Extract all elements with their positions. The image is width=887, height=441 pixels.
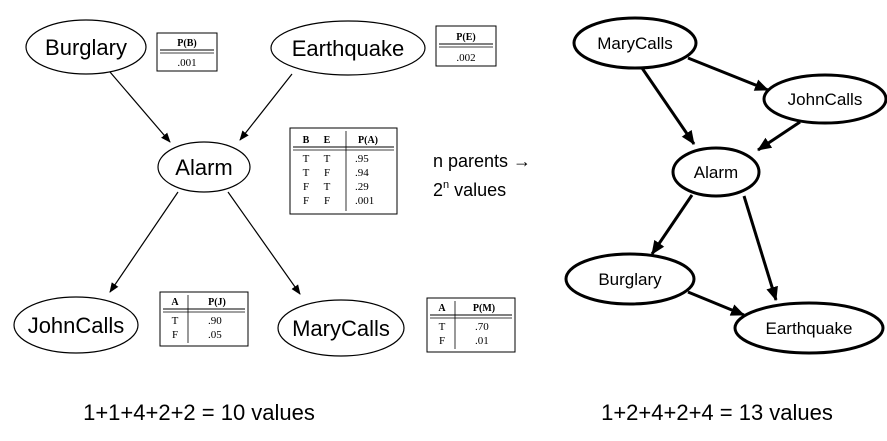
cpt-cell: .70 [475, 321, 489, 333]
node-label: Earthquake [292, 36, 405, 61]
node-label: Burglary [45, 35, 127, 60]
cpt-row: T T .95 [303, 153, 370, 165]
cpt-value: .002 [456, 52, 475, 64]
cpt-header: A [438, 303, 446, 314]
cpt-cell: .94 [355, 167, 369, 179]
cpt-marycalls: A P(M) T .70 F .01 [426, 297, 516, 353]
cpt-cell: .90 [208, 315, 222, 327]
cpt-header: P(A) [358, 135, 378, 146]
edge-alarm-earthquake [742, 195, 778, 301]
edge-alarm-marycalls [227, 191, 301, 295]
node-label: MaryCalls [597, 34, 673, 53]
node-marycalls-right: MaryCalls [572, 16, 698, 70]
cpt-value: .001 [177, 57, 196, 69]
note-line-2: 2n values [433, 179, 506, 200]
edge-johncalls-alarm [757, 120, 801, 152]
cpt-header: B [303, 135, 310, 146]
edge-alarm-burglary [650, 194, 694, 255]
node-label: JohnCalls [788, 90, 863, 109]
cpt-cell: F [439, 335, 445, 347]
node-label: JohnCalls [28, 313, 125, 338]
cpt-row: T .70 [439, 321, 490, 333]
cpt-cell: T [324, 153, 331, 165]
cpt-header: P(B) [177, 38, 196, 49]
cpt-cell: T [324, 181, 331, 193]
node-marycalls: MaryCalls [277, 299, 405, 357]
cpt-cell: F [324, 167, 330, 179]
cpt-burglary: P(B) .001 [156, 32, 218, 72]
cpt-cell: .05 [208, 329, 222, 341]
cpt-cell: T [303, 153, 310, 165]
edge-burglary-earthquake [687, 290, 745, 317]
edge-marycalls-johncalls [687, 56, 769, 92]
cpt-cell: .01 [475, 335, 489, 347]
node-burglary-right: Burglary [564, 252, 696, 306]
left-caption: 1+1+4+2+2 = 10 values [83, 400, 315, 425]
cpt-header: P(J) [208, 297, 226, 308]
node-johncalls-right: JohnCalls [762, 73, 887, 125]
cpt-row: T F .94 [303, 167, 370, 179]
node-label: MaryCalls [292, 316, 390, 341]
cpt-cell: F [303, 181, 309, 193]
edge-earthquake-alarm [239, 73, 293, 141]
node-burglary: Burglary [25, 19, 147, 75]
note-base: 2 [433, 180, 443, 200]
note-exponent: n [443, 179, 449, 191]
cpt-header: P(M) [473, 303, 495, 314]
note-rest: values [449, 180, 506, 200]
cpt-cell: F [324, 195, 330, 207]
right-network: MaryCalls JohnCalls Alarm Burglary Earth… [564, 16, 887, 425]
cpt-header: E [324, 135, 331, 146]
node-alarm-right: Alarm [671, 146, 761, 198]
cpt-row: F T .29 [303, 181, 369, 193]
cpt-cell: T [439, 321, 446, 333]
edge-marycalls-alarm [640, 67, 696, 145]
cpt-johncalls: A P(J) T .90 F .05 [159, 291, 249, 347]
left-network: Burglary Earthquake Alarm JohnCalls Mary… [13, 19, 516, 425]
cpt-row: T .90 [172, 315, 223, 327]
parents-note: n parents → 2n values [433, 151, 531, 200]
node-earthquake-right: Earthquake [733, 301, 885, 355]
cpt-row: F F .001 [303, 195, 374, 207]
node-label: Burglary [598, 270, 662, 289]
node-label: Alarm [694, 163, 738, 182]
edge-burglary-alarm [109, 71, 171, 143]
cpt-cell: T [172, 315, 179, 327]
cpt-cell: .001 [355, 195, 374, 207]
cpt-cell: T [303, 167, 310, 179]
node-label: Alarm [175, 155, 232, 180]
node-alarm: Alarm [157, 141, 251, 193]
cpt-earthquake: P(E) .002 [435, 25, 497, 67]
cpt-cell: .29 [355, 181, 369, 193]
cpt-row: F .01 [439, 335, 489, 347]
cpt-cell: F [172, 329, 178, 341]
cpt-header: A [171, 297, 179, 308]
right-caption: 1+2+4+2+4 = 13 values [601, 400, 833, 425]
note-line-1: n parents → [433, 151, 531, 171]
cpt-cell: F [303, 195, 309, 207]
node-label: Earthquake [766, 319, 853, 338]
cpt-alarm: B E P(A) T T .95 T F .94 F T .29 F F .00… [289, 127, 398, 215]
node-earthquake: Earthquake [270, 20, 426, 76]
edge-alarm-johncalls [109, 191, 179, 293]
cpt-header: P(E) [456, 32, 475, 43]
node-johncalls: JohnCalls [13, 296, 139, 354]
cpt-cell: .95 [355, 153, 369, 165]
cpt-row: F .05 [172, 329, 222, 341]
